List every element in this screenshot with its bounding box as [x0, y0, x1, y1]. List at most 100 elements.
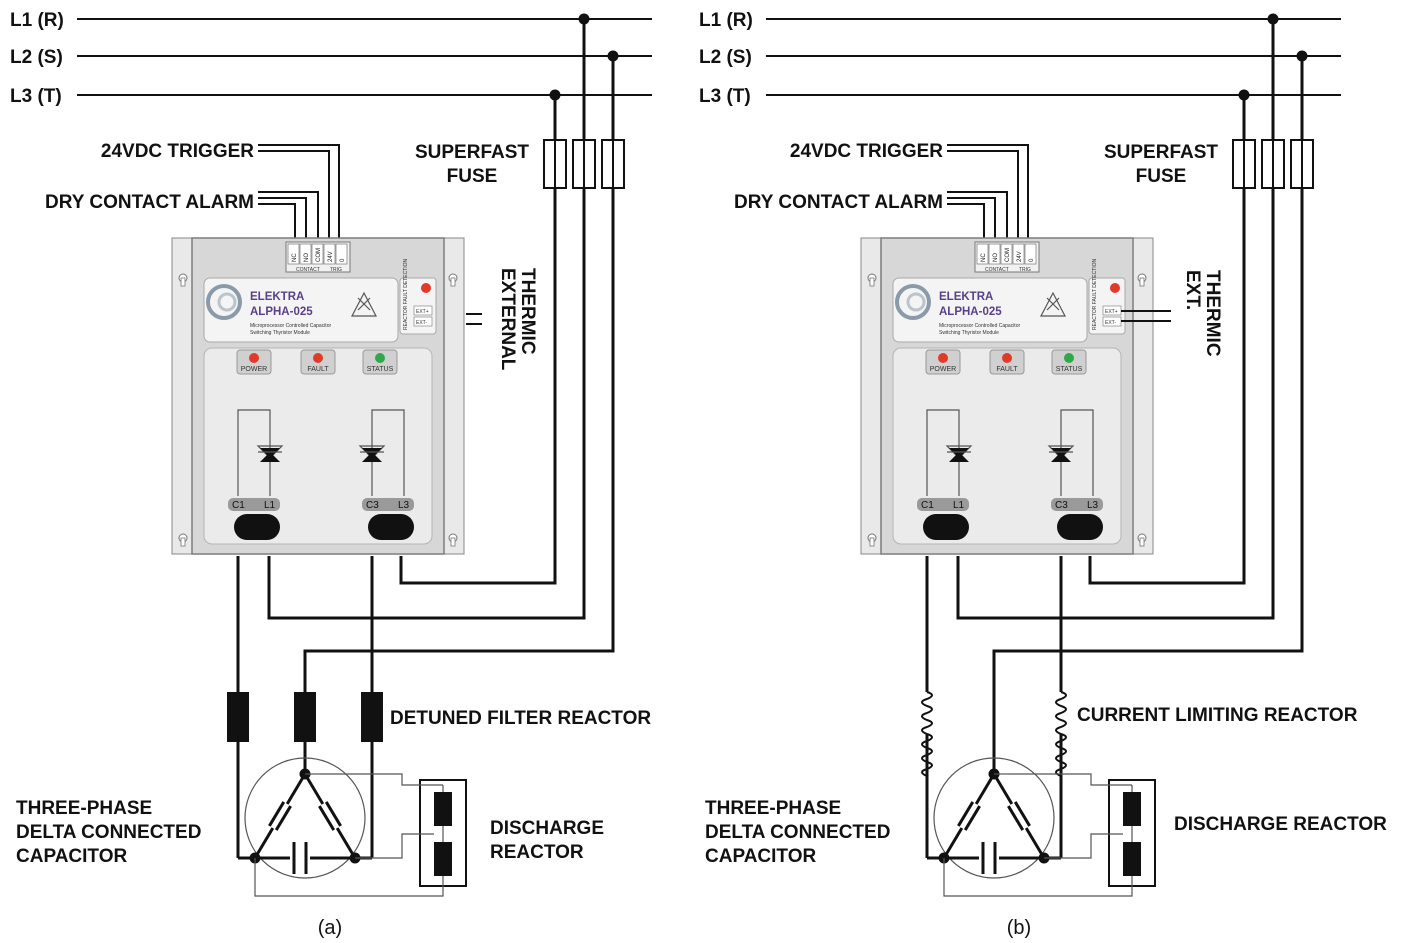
status-led: FAULT [989, 349, 1025, 375]
filter-reactor [294, 692, 316, 742]
alarm-wire-1 [947, 191, 1008, 244]
output-label-bg [917, 498, 969, 511]
terminal-slot [311, 243, 324, 265]
discharge-label-2: REACTOR [490, 842, 584, 863]
capacitor-right [1003, 798, 1035, 834]
discharge-wire-bottom [254, 858, 444, 897]
ext-minus-label: EXT- [1105, 320, 1116, 326]
terminal-label: 24V [328, 251, 334, 262]
l1-feed-wire [956, 188, 1275, 620]
capacitor-label-1: THREE-PHASE [705, 798, 841, 819]
alarm-label: DRY CONTACT ALARM [45, 192, 254, 213]
capacitor-label-2: DELTA CONNECTED [16, 822, 201, 843]
fuse-label-1: SUPERFAST [1104, 142, 1218, 163]
terminal-label: NC [981, 253, 987, 262]
discharge-label-1: DISCHARGE REACTOR [1174, 814, 1387, 835]
discharge-coil [1123, 792, 1141, 826]
output-label-c: C1 [921, 500, 934, 511]
mounting-slot [180, 537, 186, 547]
phase-label-3: L3 (T) [699, 86, 751, 107]
thyristor-path [926, 409, 973, 496]
discharge-wire-mid [1044, 833, 1123, 859]
cable-gland [234, 514, 280, 540]
l2-feed-wire [303, 188, 615, 692]
terminal-slot [1024, 243, 1037, 265]
discharge-wire-top [1009, 773, 1132, 786]
output-label-c: C3 [1055, 500, 1068, 511]
terminal-slot [323, 243, 336, 265]
capacitor-left [264, 798, 296, 834]
filter-reactor [361, 692, 383, 742]
discharge-wire-top [320, 773, 443, 786]
led-light [1064, 353, 1074, 363]
fuse-label-2: FUSE [447, 166, 498, 187]
elektra-logo-inner [906, 292, 926, 312]
discharge-coil [1123, 842, 1141, 876]
brand-name: ELEKTRA [939, 291, 993, 303]
output-label-l: L3 [1087, 500, 1099, 511]
capacitor-enclosure [933, 757, 1055, 879]
module-lower-panel [203, 347, 433, 545]
cap-plate [1007, 805, 1025, 831]
terminal-label: NO [304, 253, 310, 262]
output-label-bg [228, 498, 280, 511]
alarm-label: DRY CONTACT ALARM [734, 192, 943, 213]
panel-caption: (b) [1007, 917, 1031, 939]
status-led: FAULT [300, 349, 336, 375]
terminal-slot [988, 243, 1001, 265]
status-led: POWER [236, 349, 272, 375]
terminal-slot [976, 243, 989, 265]
status-led: STATUS [1051, 349, 1087, 375]
reactor-label: CURRENT LIMITING REACTOR [1077, 705, 1358, 726]
terminal-slot [299, 243, 312, 265]
cap-plate [274, 805, 292, 831]
terminal-label: NO [993, 253, 999, 262]
cap-plate [1013, 801, 1031, 827]
mounting-slot [1139, 537, 1145, 547]
trigger-label: 24VDC TRIGGER [790, 141, 943, 162]
reactor-label: DETUNED FILTER REACTOR [390, 708, 651, 729]
discharge-label-1: DISCHARGE [490, 818, 604, 839]
trigger-wire-2 [258, 150, 330, 244]
terminal-label: 0 [340, 258, 346, 262]
thyristor-path [358, 409, 405, 496]
l1-feed-wire [267, 188, 586, 620]
cap-plate [268, 801, 286, 827]
led-label: STATUS [367, 366, 394, 373]
ext-plus-label: EXT+ [416, 309, 429, 315]
cap-plate [957, 801, 975, 827]
ext-plus-label: EXT+ [1105, 309, 1118, 315]
discharge-coil [434, 792, 452, 826]
phase-label-3: L3 (T) [10, 86, 62, 107]
fuse-label-1: SUPERFAST [415, 142, 529, 163]
led-light [313, 353, 323, 363]
fault-panel-label: REACTOR FAULT DETECTION [403, 258, 409, 330]
led-light [375, 353, 385, 363]
led-label: POWER [930, 366, 956, 373]
alarm-wire-2 [947, 197, 996, 244]
output-terminal: C3 L3 [1051, 498, 1103, 540]
delta-capacitor [927, 757, 1061, 879]
terminal-group-label: CONTACT [296, 267, 320, 273]
output-label-l: L1 [264, 500, 276, 511]
discharge-reactor [254, 773, 467, 897]
elektra-logo-icon [206, 284, 242, 320]
mounting-slot [869, 277, 875, 287]
phase-label-2: L2 (S) [10, 47, 63, 68]
label-plate-bg [203, 277, 399, 343]
led-light [249, 353, 259, 363]
discharge-reactor [943, 773, 1156, 897]
terminal-group-label: CONTACT [985, 267, 1009, 273]
panel-caption: (a) [318, 917, 342, 939]
capacitor-label-3: CAPACITOR [705, 846, 816, 867]
terminal-group-label: TRIG [330, 267, 342, 273]
fault-led [421, 283, 431, 293]
